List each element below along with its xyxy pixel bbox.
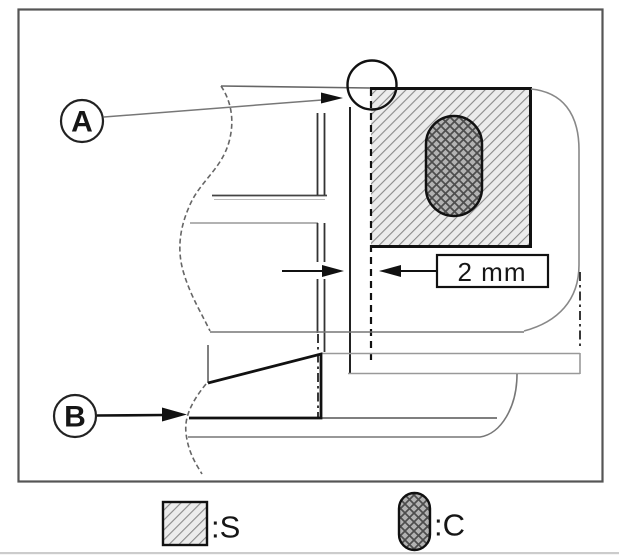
caulk-bead bbox=[424, 114, 484, 218]
callout-a-circle bbox=[59, 98, 105, 144]
legend-sealer-swatch bbox=[161, 500, 209, 547]
callout-a: A bbox=[59, 92, 343, 144]
callout-b-arrowhead bbox=[162, 407, 187, 422]
dimension-arrow-left-pointing bbox=[379, 265, 401, 277]
rounded-panel-corner bbox=[523, 88, 580, 332]
sill-panel-b bbox=[189, 352, 323, 420]
lower-rail bbox=[322, 352, 581, 375]
legend-sealer-label: :S bbox=[211, 510, 240, 545]
sealer-area-border bbox=[370, 87, 532, 248]
callout-a-leader bbox=[103, 99, 323, 118]
legend-caulk-swatch bbox=[397, 491, 432, 552]
break-line-lower bbox=[184, 383, 207, 475]
callout-b-leader bbox=[96, 413, 165, 417]
dimension-label: 2 mm bbox=[458, 257, 527, 287]
upper-left-panel-edges bbox=[179, 85, 371, 332]
dimension-arrow-right-pointing bbox=[322, 265, 344, 277]
detail-target-circle bbox=[346, 59, 398, 111]
callout-a-arrowhead bbox=[321, 92, 343, 104]
callout-b-circle bbox=[52, 393, 98, 439]
figure-frame bbox=[17, 8, 604, 483]
legend: :S :C bbox=[161, 491, 465, 552]
break-line-upper bbox=[179, 85, 233, 332]
dimension-label-box bbox=[435, 253, 550, 289]
flange-double-lines bbox=[316, 113, 326, 352]
lower-panel-edges bbox=[184, 331, 581, 475]
callout-a-label: A bbox=[71, 106, 93, 139]
callout-b: B bbox=[52, 393, 187, 439]
legend-caulk-label: :C bbox=[434, 508, 465, 543]
dimension-2mm: 2 mm bbox=[282, 253, 550, 289]
page-separator bbox=[0, 552, 619, 555]
callout-b-label: B bbox=[64, 401, 86, 434]
